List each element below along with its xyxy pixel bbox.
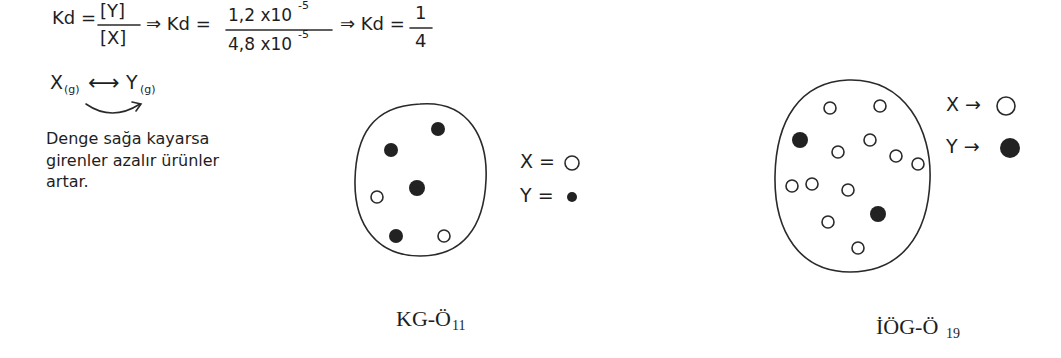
phase-subscript: (g) xyxy=(64,84,80,97)
formula-text: Kd = xyxy=(52,8,96,29)
number-value: 1,2 x10 xyxy=(228,6,292,26)
figure-subscript: 11 xyxy=(452,318,465,334)
number-value: 4,8 x10 xyxy=(228,35,292,55)
legend-text: X = xyxy=(520,151,555,173)
concentration: [Y] xyxy=(100,1,125,22)
figure-code: KG-Ö xyxy=(396,306,451,331)
legend-text: Y = xyxy=(520,185,554,207)
legend-text: X → xyxy=(946,94,981,116)
note-text: Denge sağa kayarsa girenler azalır ürünl… xyxy=(46,128,251,193)
legend-text: Y → xyxy=(946,136,980,158)
figure-subscript: 19 xyxy=(946,326,960,342)
exponent: -5 xyxy=(298,29,309,42)
species-symbol: X xyxy=(50,72,63,94)
figure-code: İÖG-Ö xyxy=(876,314,938,339)
formula-text: ⇒ Kd = xyxy=(146,14,211,35)
species-symbol: Y xyxy=(126,72,138,94)
phase-subscript: (g) xyxy=(140,84,156,97)
number-value: 4 xyxy=(415,31,426,52)
concentration: [X] xyxy=(100,28,126,49)
number-value: 1 xyxy=(415,3,426,24)
formula-text: ⇒ Kd = xyxy=(340,14,405,35)
equilibrium-arrow: ⟷ xyxy=(88,70,120,95)
exponent: -5 xyxy=(298,0,309,13)
